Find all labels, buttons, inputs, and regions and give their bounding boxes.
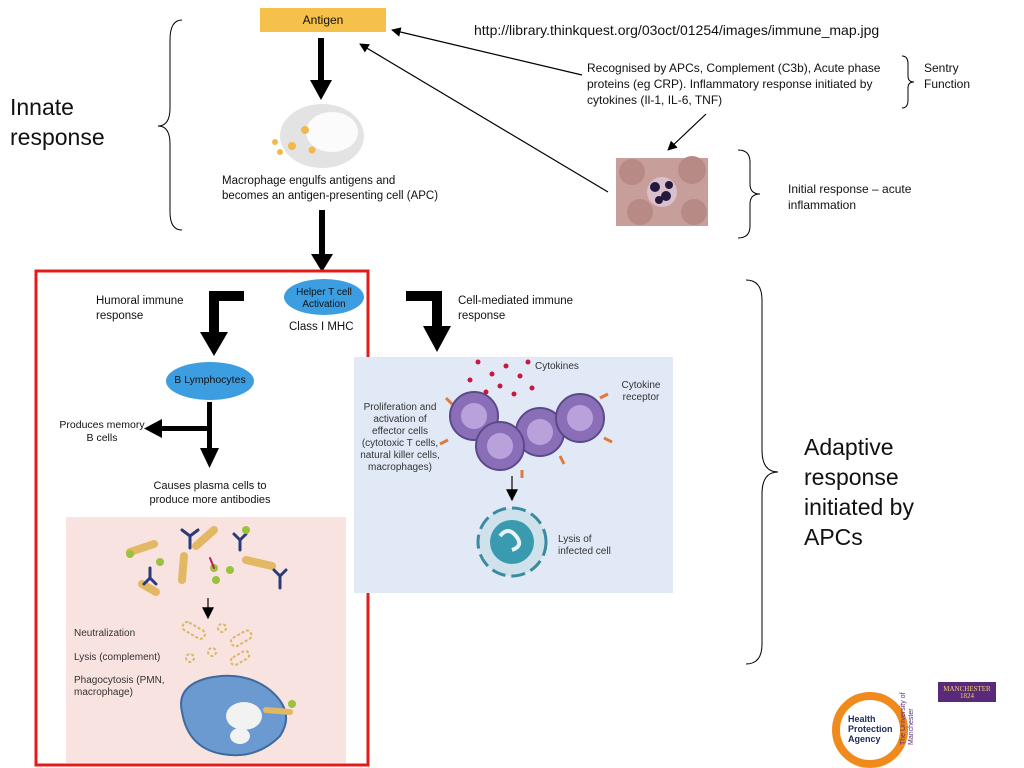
sentry-description: Recognised by APCs, Complement (C3b), Ac… bbox=[587, 61, 881, 107]
blood-smear-image bbox=[616, 156, 708, 226]
lysed-bacteria bbox=[181, 621, 253, 666]
plasma-cells-label: Causes plasma cells to produce more anti… bbox=[149, 480, 271, 506]
helper-t-cell-ellipse bbox=[284, 279, 364, 315]
initial-response-brace bbox=[737, 149, 761, 239]
lysed-cell-illustration bbox=[476, 506, 548, 578]
innate-response-label: Innate response bbox=[10, 94, 105, 150]
curved-arrow-humoral bbox=[200, 291, 244, 356]
humoral-response-label: Humoral immune response bbox=[96, 295, 184, 322]
cytokines-label: Cytokines bbox=[535, 361, 579, 372]
cell-mediated-response-label: Cell-mediated immune response bbox=[458, 295, 574, 322]
thick-arrow-antigen-to-macrophage bbox=[310, 38, 332, 100]
adaptive-response-label: Adaptive response initiated by APCs bbox=[804, 434, 914, 550]
cytokine-dots bbox=[467, 359, 535, 397]
proliferation-label: Proliferation and activation of effector… bbox=[360, 402, 440, 473]
antigen-label: Antigen bbox=[302, 13, 344, 27]
hpa-logo bbox=[832, 692, 908, 768]
macrophage-caption: Macrophage engulfs antigens and becomes … bbox=[222, 175, 439, 202]
manchester-logo-box bbox=[938, 682, 996, 702]
source-url[interactable]: http://library.thinkquest.org/03oct/0125… bbox=[474, 22, 880, 38]
initial-response-label: Initial response – acute inflammation bbox=[788, 182, 912, 212]
sentry-brace bbox=[901, 55, 915, 109]
pointer-arrow-sentry-to-slide bbox=[667, 113, 707, 151]
macrophage-illustration bbox=[272, 104, 364, 168]
class-mhc-label: Class I MHC bbox=[289, 321, 354, 333]
uom-logo-text: The University of Manchester bbox=[900, 692, 915, 745]
neutralization-label: Neutralization bbox=[74, 628, 136, 639]
innate-brace bbox=[157, 19, 183, 231]
phagocytosis-label: Phagocytosis (PMN, macrophage) bbox=[74, 675, 165, 698]
hpa-logo-text: Health Protection Agency bbox=[848, 714, 893, 744]
helper-t-cell-label: Helper T cell Activation bbox=[296, 287, 352, 310]
antigen-box bbox=[260, 8, 386, 32]
thick-arrow-macrophage-to-helper bbox=[311, 210, 333, 272]
arrow-to-memory-cells bbox=[144, 419, 210, 438]
effector-cells bbox=[439, 391, 613, 478]
sentry-function-label: Sentry Function bbox=[924, 61, 971, 91]
antibody-illustrations bbox=[126, 526, 288, 596]
b-lymphocytes-ellipse bbox=[166, 362, 254, 400]
cytokine-receptor-label: Cytokine receptor bbox=[621, 380, 661, 403]
arrow-b-to-plasma bbox=[200, 402, 219, 468]
pointer-arrow-slide-to-antigen bbox=[359, 43, 609, 193]
b-lymphocytes-label: B Lymphocytes bbox=[174, 374, 246, 386]
lysis-complement-label: Lysis (complement) bbox=[74, 652, 161, 663]
manchester-logo-text: MANCHESTER 1824 bbox=[943, 685, 991, 700]
pointer-arrow-sentry-to-antigen bbox=[391, 27, 583, 76]
phagocyte-illustration bbox=[180, 674, 296, 757]
curved-arrow-cell-mediated bbox=[406, 291, 451, 352]
lysis-infected-cell-label: Lysis of infected cell bbox=[558, 534, 611, 557]
adaptive-brace bbox=[745, 279, 779, 665]
memory-b-cells-label: Produces memory B cells bbox=[59, 419, 145, 444]
